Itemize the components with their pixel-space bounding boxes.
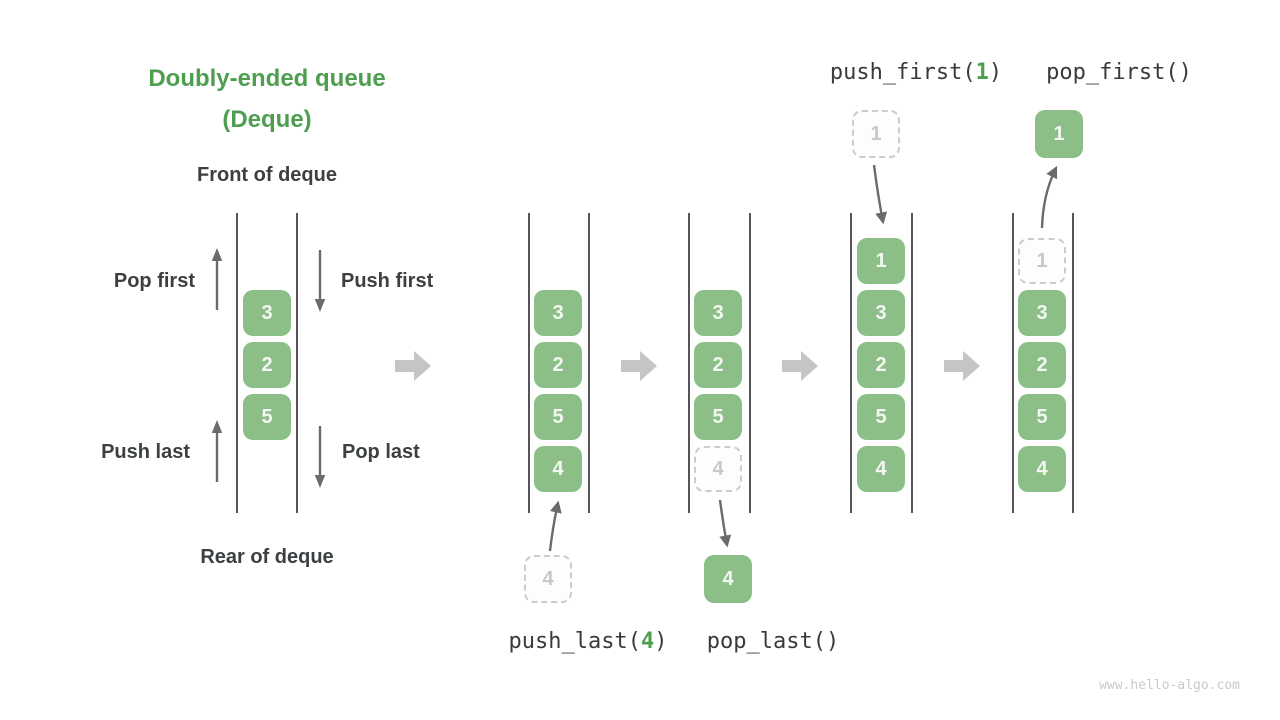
title-line1: Doubly-ended queue xyxy=(148,65,386,92)
transition-arrow-icon xyxy=(395,351,431,381)
curved-up-arrow-icon xyxy=(548,500,562,552)
push-first-code-label: push_first(1) xyxy=(806,60,1026,85)
down-arrow-icon xyxy=(314,250,326,312)
title-line2: (Deque) xyxy=(222,106,312,133)
code-text: pop_last() xyxy=(706,629,840,654)
code-text: pop_first() xyxy=(1046,60,1192,85)
diagram-title: Doubly-ended queue (Deque) xyxy=(117,58,417,140)
queue-wall-left xyxy=(236,213,238,513)
deque-item: 5 xyxy=(857,394,905,440)
code-text: push_last( xyxy=(508,629,641,654)
pop-first-code-label: pop_first() xyxy=(1009,60,1229,85)
deque-item: 4 xyxy=(534,446,582,492)
push-last-source-box: 4 xyxy=(524,555,572,603)
pop-last-result-box: 4 xyxy=(704,555,752,603)
up-arrow-icon xyxy=(211,420,223,482)
deque-item: 5 xyxy=(243,394,291,440)
deque-item: 4 xyxy=(1018,446,1066,492)
push-first-label: Push first xyxy=(341,270,434,292)
deque-item: 2 xyxy=(1018,342,1066,388)
rear-of-deque-label: Rear of deque xyxy=(200,546,334,568)
queue-wall-right xyxy=(1072,213,1074,513)
transition-arrow-icon xyxy=(621,351,657,381)
front-of-deque-label: Front of deque xyxy=(197,164,337,186)
transition-arrow-icon xyxy=(944,351,980,381)
code-text: ) xyxy=(988,60,1003,85)
watermark: www.hello-algo.com xyxy=(1099,678,1240,693)
deque-item: 5 xyxy=(1018,394,1066,440)
deque-item-ghost: 4 xyxy=(694,446,742,492)
deque-item: 3 xyxy=(534,290,582,336)
code-text: push_first( xyxy=(829,60,976,85)
down-arrow-icon xyxy=(314,426,326,488)
queue-wall-right xyxy=(296,213,298,513)
push-first-source-box: 1 xyxy=(852,110,900,158)
pop-first-result-box: 1 xyxy=(1035,110,1083,158)
queue-wall-right xyxy=(749,213,751,513)
code-arg: 1 xyxy=(975,60,989,85)
curved-up-arrow-icon xyxy=(1040,165,1058,229)
push-last-code-label: push_last(4) xyxy=(478,629,698,654)
pop-first-label: Pop first xyxy=(113,270,195,292)
deque-item: 2 xyxy=(857,342,905,388)
queue-wall-right xyxy=(911,213,913,513)
curved-down-arrow-icon xyxy=(718,499,732,548)
queue-wall-left xyxy=(1012,213,1014,513)
queue-wall-right xyxy=(588,213,590,513)
curved-down-arrow-icon xyxy=(872,164,888,225)
deque-item: 1 xyxy=(857,238,905,284)
deque-item: 5 xyxy=(534,394,582,440)
deque-item: 3 xyxy=(694,290,742,336)
push-last-label: Push last xyxy=(101,441,190,463)
queue-wall-left xyxy=(688,213,690,513)
deque-item: 3 xyxy=(1018,290,1066,336)
deque-item: 5 xyxy=(694,394,742,440)
deque-item: 2 xyxy=(694,342,742,388)
pop-last-code-label: pop_last() xyxy=(663,629,883,654)
deque-item: 3 xyxy=(243,290,291,336)
queue-wall-left xyxy=(850,213,852,513)
deque-item: 3 xyxy=(857,290,905,336)
up-arrow-icon xyxy=(211,248,223,310)
deque-item: 2 xyxy=(243,342,291,388)
deque-item-ghost: 1 xyxy=(1018,238,1066,284)
deque-item: 2 xyxy=(534,342,582,388)
code-text: ) xyxy=(654,629,668,654)
transition-arrow-icon xyxy=(782,351,818,381)
deque-item: 4 xyxy=(857,446,905,492)
pop-last-label: Pop last xyxy=(342,441,420,463)
code-arg: 4 xyxy=(640,629,655,654)
queue-wall-left xyxy=(528,213,530,513)
